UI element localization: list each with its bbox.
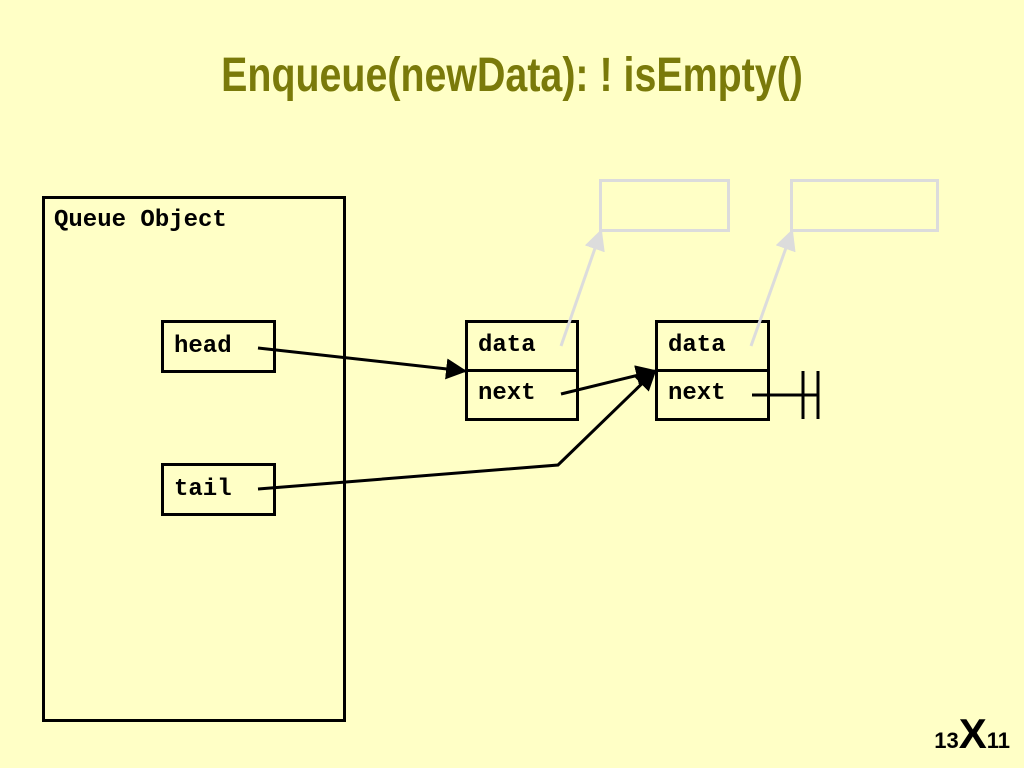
slide-number-right: 11 [986, 728, 1010, 753]
node-1-next-label: next [478, 380, 536, 407]
tail-label: tail [174, 476, 232, 503]
list-node-1: data next [465, 320, 579, 421]
node-1-divider [468, 369, 576, 372]
list-node-2: data next [655, 320, 770, 421]
slide-title: Enqueue(newData): ! isEmpty() [221, 49, 803, 102]
node-2-data-box [790, 179, 939, 232]
node-2-divider [658, 369, 767, 372]
slide-number: 13X11 [934, 710, 1010, 758]
tail-field: tail [161, 463, 276, 516]
node-1-data-label: data [478, 332, 536, 359]
slide-number-separator: X [958, 710, 987, 757]
head-label: head [174, 333, 232, 360]
head-field: head [161, 320, 276, 373]
node-2-data-label: data [668, 332, 726, 359]
node-2-next-label: next [668, 380, 726, 407]
queue-object-box [42, 196, 346, 722]
node-1-data-box [599, 179, 730, 232]
queue-object-label: Queue Object [54, 207, 227, 234]
slide-number-left: 13 [934, 728, 959, 753]
